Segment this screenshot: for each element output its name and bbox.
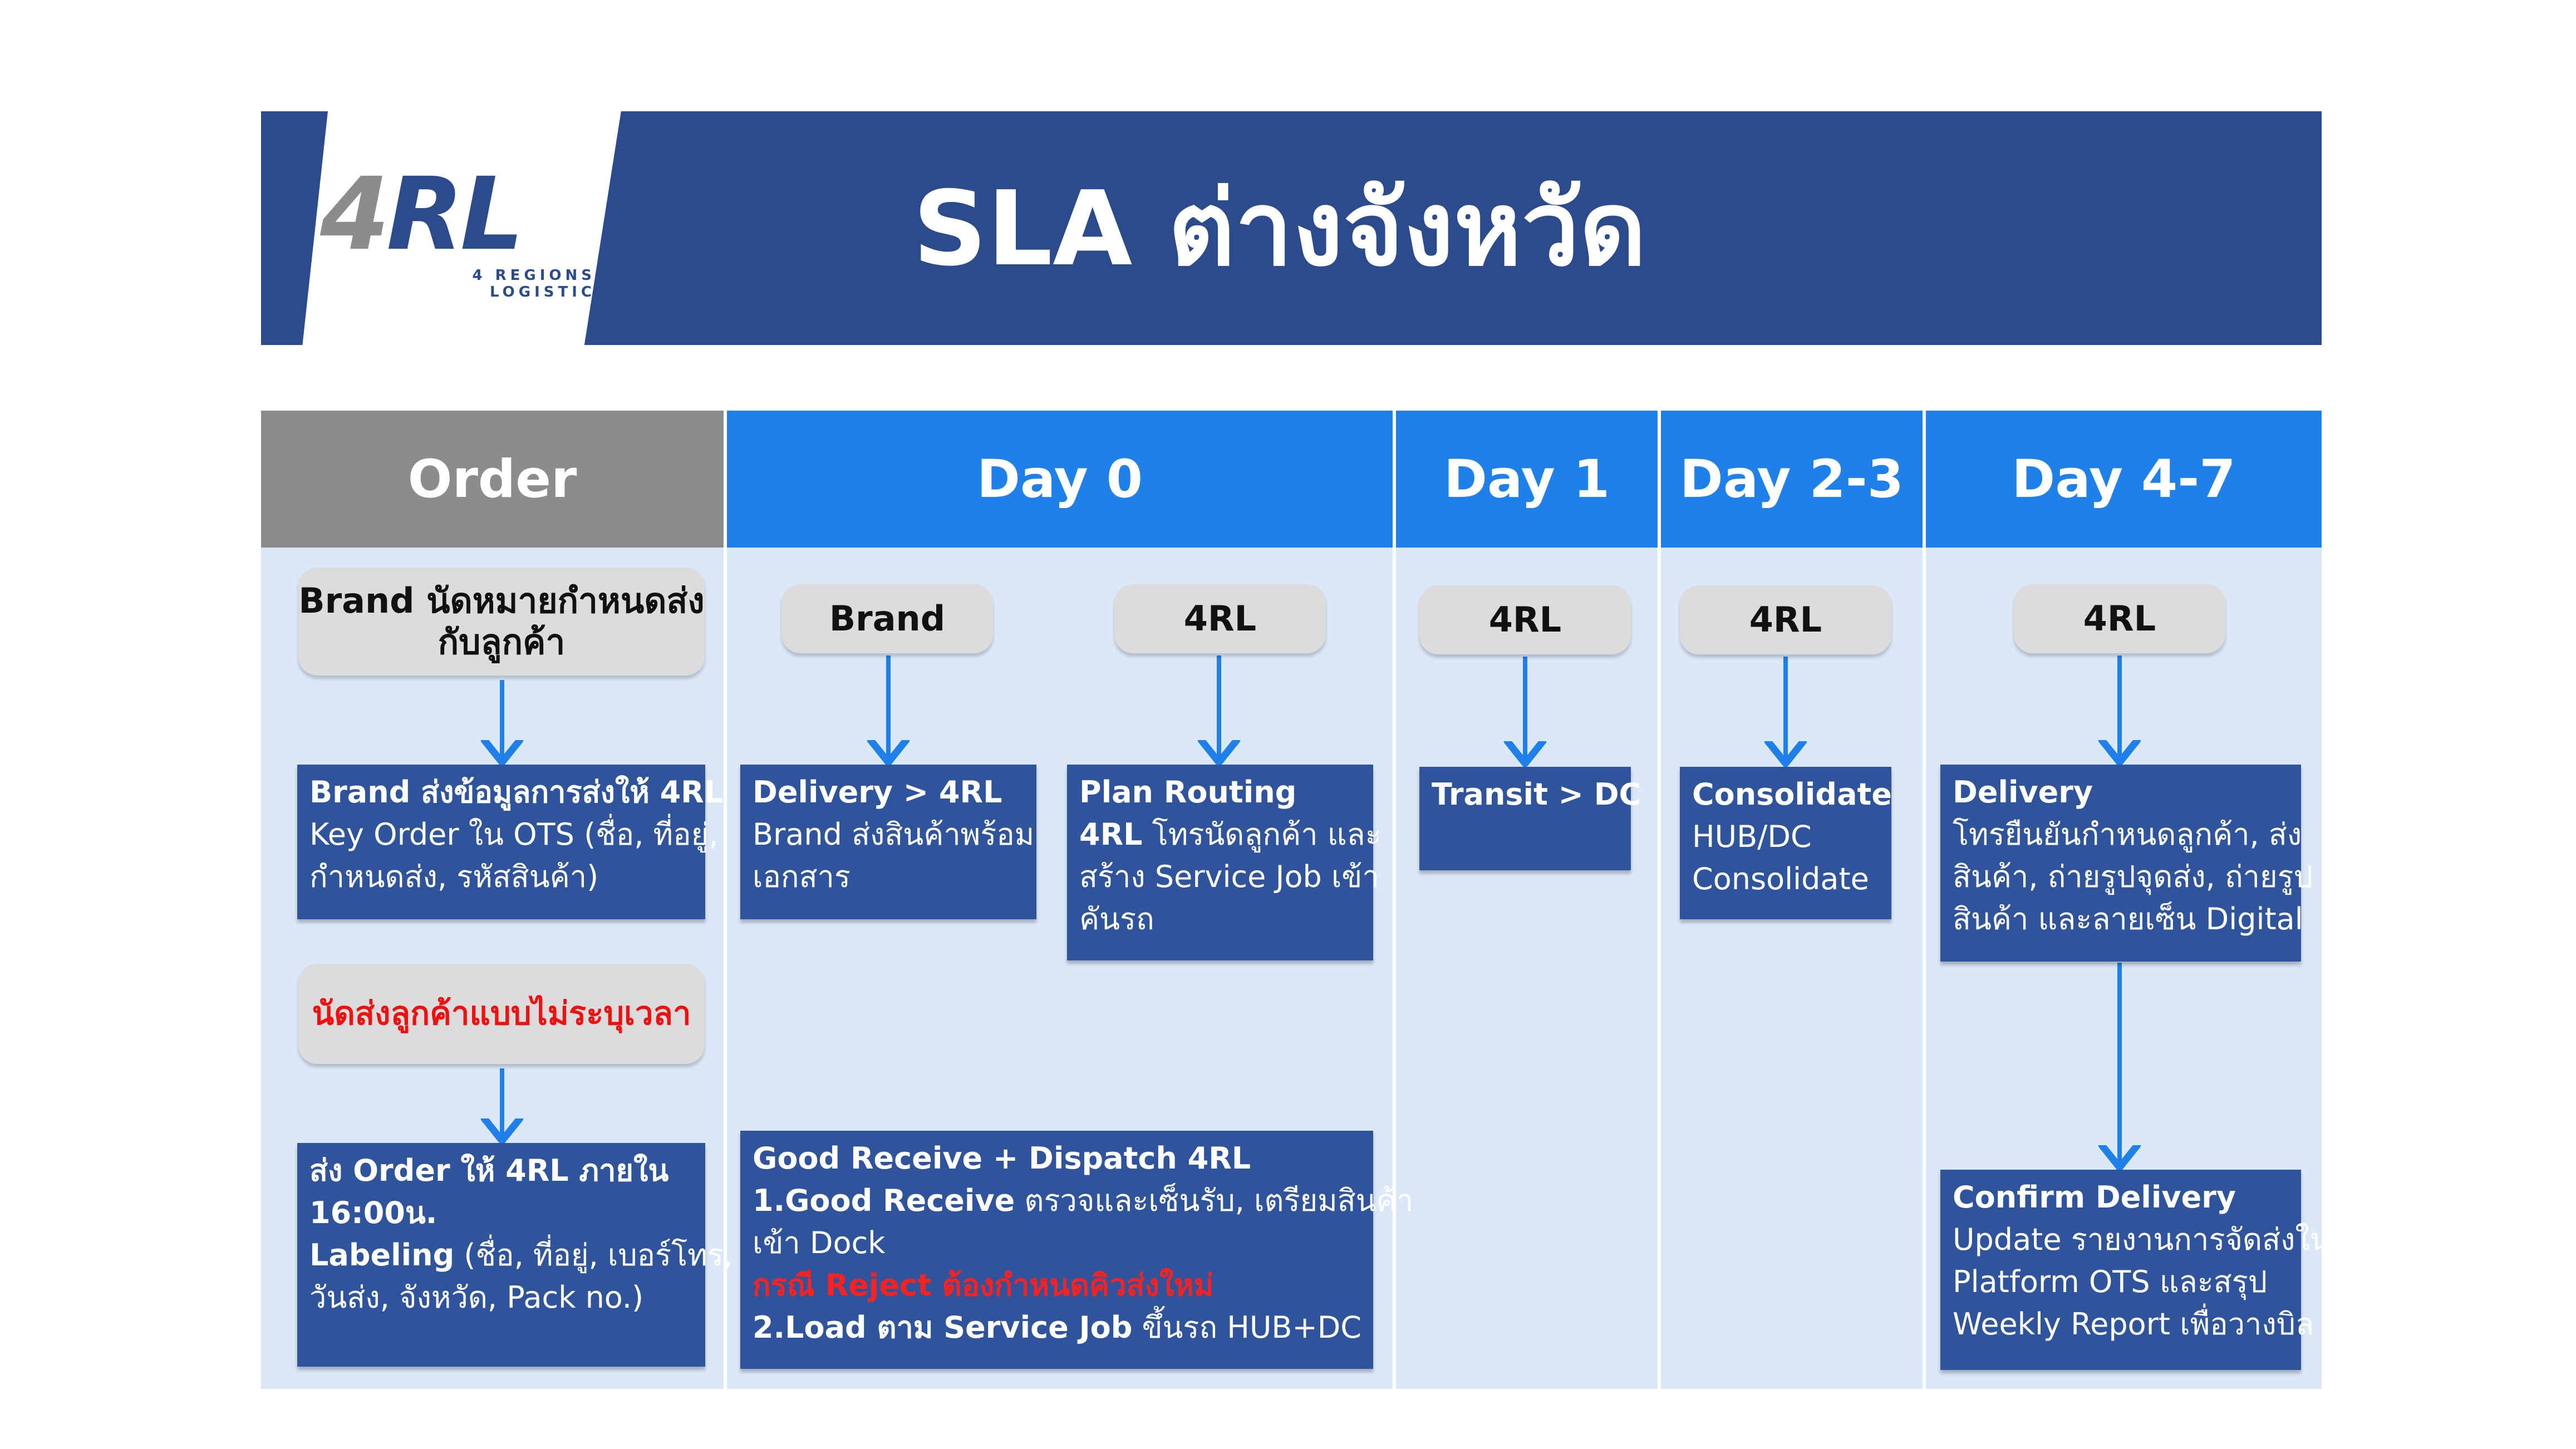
- step-text: โทรนัดลูกค้า และ: [1142, 817, 1382, 852]
- step-text: (ชื่อ, ที่อยู่, เบอร์โทร,: [454, 1238, 733, 1273]
- pill-text: 4RL: [1183, 598, 1257, 639]
- step-title: Brand ส่งข้อมูลการส่งให้ 4RL: [309, 775, 724, 810]
- step-text: ขึ้นรถ HUB+DC: [1132, 1310, 1361, 1345]
- step-line: สร้าง Service Job เข้า: [1079, 859, 1379, 894]
- step-line: 1.Good Receive ตรวจและเซ็นรับ, เตรียมสิน…: [753, 1180, 1413, 1222]
- column-header-day1: Day 1: [1396, 411, 1658, 548]
- step-send-order: ส่ง Order ให้ 4RL ภายใน 16:00น. Labeling…: [297, 1143, 733, 1367]
- logo-letters: RL: [386, 156, 524, 273]
- step-line: 2.Load ตาม Service Job ขึ้นรถ HUB+DC: [753, 1307, 1361, 1349]
- step-line: ส่ง Order ให้ 4RL ภายใน: [309, 1153, 669, 1188]
- step-title: Consolidate: [1692, 777, 1892, 812]
- pill-line: Brand นัดหมายกำหนดส่ง: [298, 580, 705, 621]
- step-consolidate: Consolidate HUB/DC Consolidate: [1680, 767, 1892, 919]
- column-header-order: Order: [261, 411, 724, 548]
- step-bold: 4RL: [1079, 817, 1143, 852]
- logo-number: 4: [320, 156, 390, 273]
- step-bold: Labeling: [309, 1238, 455, 1273]
- step-line: Labeling (ชื่อ, ที่อยู่, เบอร์โทร,: [309, 1234, 733, 1276]
- actor-4rl-day23: 4RL: [1680, 585, 1891, 654]
- step-line: กำหนดส่ง, รหัสสินค้า): [309, 859, 599, 894]
- step-line: HUB/DC: [1692, 819, 1812, 854]
- column-header-label: Day 0: [977, 448, 1143, 510]
- step-line: Update รายงานการจัดส่งใน: [1953, 1222, 2331, 1257]
- step-alert-line: กรณี Reject ต้องกำหนดคิวส่งใหม่: [753, 1268, 1214, 1303]
- step-bold: 2.Load ตาม Service Job: [753, 1310, 1133, 1345]
- pill-text: 4RL: [2083, 598, 2156, 639]
- step-line: สินค้า และลายเซ็น Digital: [1953, 901, 2303, 937]
- step-text: ตรวจและเซ็นรับ, เตรียมสินค้า: [1015, 1183, 1414, 1218]
- step-title: Confirm Delivery: [1953, 1180, 2236, 1215]
- step-title: Good Receive + Dispatch 4RL: [753, 1141, 1251, 1176]
- column-header-day0: Day 0: [727, 411, 1393, 548]
- step-line: เข้า Dock: [753, 1225, 886, 1260]
- pill-text: Brand: [829, 598, 946, 639]
- column-header-label: Order: [407, 448, 577, 510]
- logo-subtitle: 4 REGIONS LOGISTIC: [472, 267, 596, 300]
- step-line: วันส่ง, จังหวัด, Pack no.): [309, 1280, 644, 1315]
- step-good-receive-dispatch: Good Receive + Dispatch 4RL 1.Good Recei…: [740, 1131, 1413, 1369]
- actor-brand-order: Brand นัดหมายกำหนดส่งกับลูกค้า: [298, 568, 705, 676]
- step-line: เอกสาร: [753, 859, 851, 894]
- note-no-time-slot: นัดส่งลูกค้าแบบไม่ระบุเวลา: [298, 964, 705, 1064]
- step-delivery: Delivery โทรยืนยันกำหนดลูกค้า, ส่ง สินค้…: [1940, 765, 2313, 962]
- step-brand-send-data: Brand ส่งข้อมูลการส่งให้ 4RL Key Order ใ…: [297, 765, 724, 919]
- pill-line: กับลูกค้า: [437, 622, 566, 662]
- step-line: คันรถ: [1079, 901, 1154, 937]
- step-line: Weekly Report เพื่อวางบิล: [1953, 1307, 2314, 1342]
- step-line: 16:00น.: [309, 1195, 437, 1230]
- column-header-day47: Day 4-7: [1926, 411, 2322, 548]
- step-bold: 1.Good Receive: [753, 1183, 1015, 1218]
- note-text: นัดส่งลูกค้าแบบไม่ระบุเวลา: [312, 994, 691, 1033]
- actor-4rl-day1: 4RL: [1419, 585, 1631, 654]
- step-line: Platform OTS และสรุป: [1953, 1264, 2267, 1299]
- step-title: Transit > DC: [1432, 777, 1641, 812]
- actor-4rl-day47: 4RL: [2014, 584, 2225, 653]
- actor-4rl-day0: 4RL: [1114, 584, 1326, 653]
- step-transit-dc: Transit > DC: [1419, 767, 1641, 870]
- step-confirm-delivery: Confirm Delivery Update รายงานการจัดส่งใ…: [1940, 1170, 2331, 1370]
- step-line: Consolidate: [1692, 861, 1869, 896]
- page-title: SLA ต่างจังหวัด: [913, 169, 1646, 289]
- step-line: สินค้า, ถ่ายรูปจุดส่ง, ถ่ายรูป: [1953, 859, 2313, 894]
- column-header-day23: Day 2-3: [1661, 411, 1923, 548]
- step-plan-routing: Plan Routing 4RL โทรนัดลูกค้า และ สร้าง …: [1067, 765, 1382, 960]
- step-line: 4RL โทรนัดลูกค้า และ: [1079, 814, 1382, 856]
- step-title: Delivery: [1953, 775, 2093, 810]
- actor-brand-day0: Brand: [781, 584, 993, 653]
- step-line: โทรยืนยันกำหนดลูกค้า, ส่ง: [1953, 817, 2302, 852]
- column-header-label: Day 4-7: [2012, 448, 2236, 510]
- pill-text: 4RL: [1488, 599, 1562, 640]
- column-header-label: Day 1: [1444, 448, 1610, 510]
- column-header-label: Day 2-3: [1679, 448, 1904, 510]
- pill-text: 4RL: [1749, 599, 1822, 640]
- step-line: Key Order ใน OTS (ชื่อ, ที่อยู่,: [309, 817, 719, 852]
- step-title: Delivery > 4RL: [753, 775, 1002, 810]
- step-line: Brand ส่งสินค้าพร้อม: [753, 817, 1035, 852]
- step-delivery-to-4rl: Delivery > 4RL Brand ส่งสินค้าพร้อม เอกส…: [740, 765, 1036, 919]
- column-day1-bg: [1396, 411, 1658, 1389]
- step-title: Plan Routing: [1079, 775, 1297, 810]
